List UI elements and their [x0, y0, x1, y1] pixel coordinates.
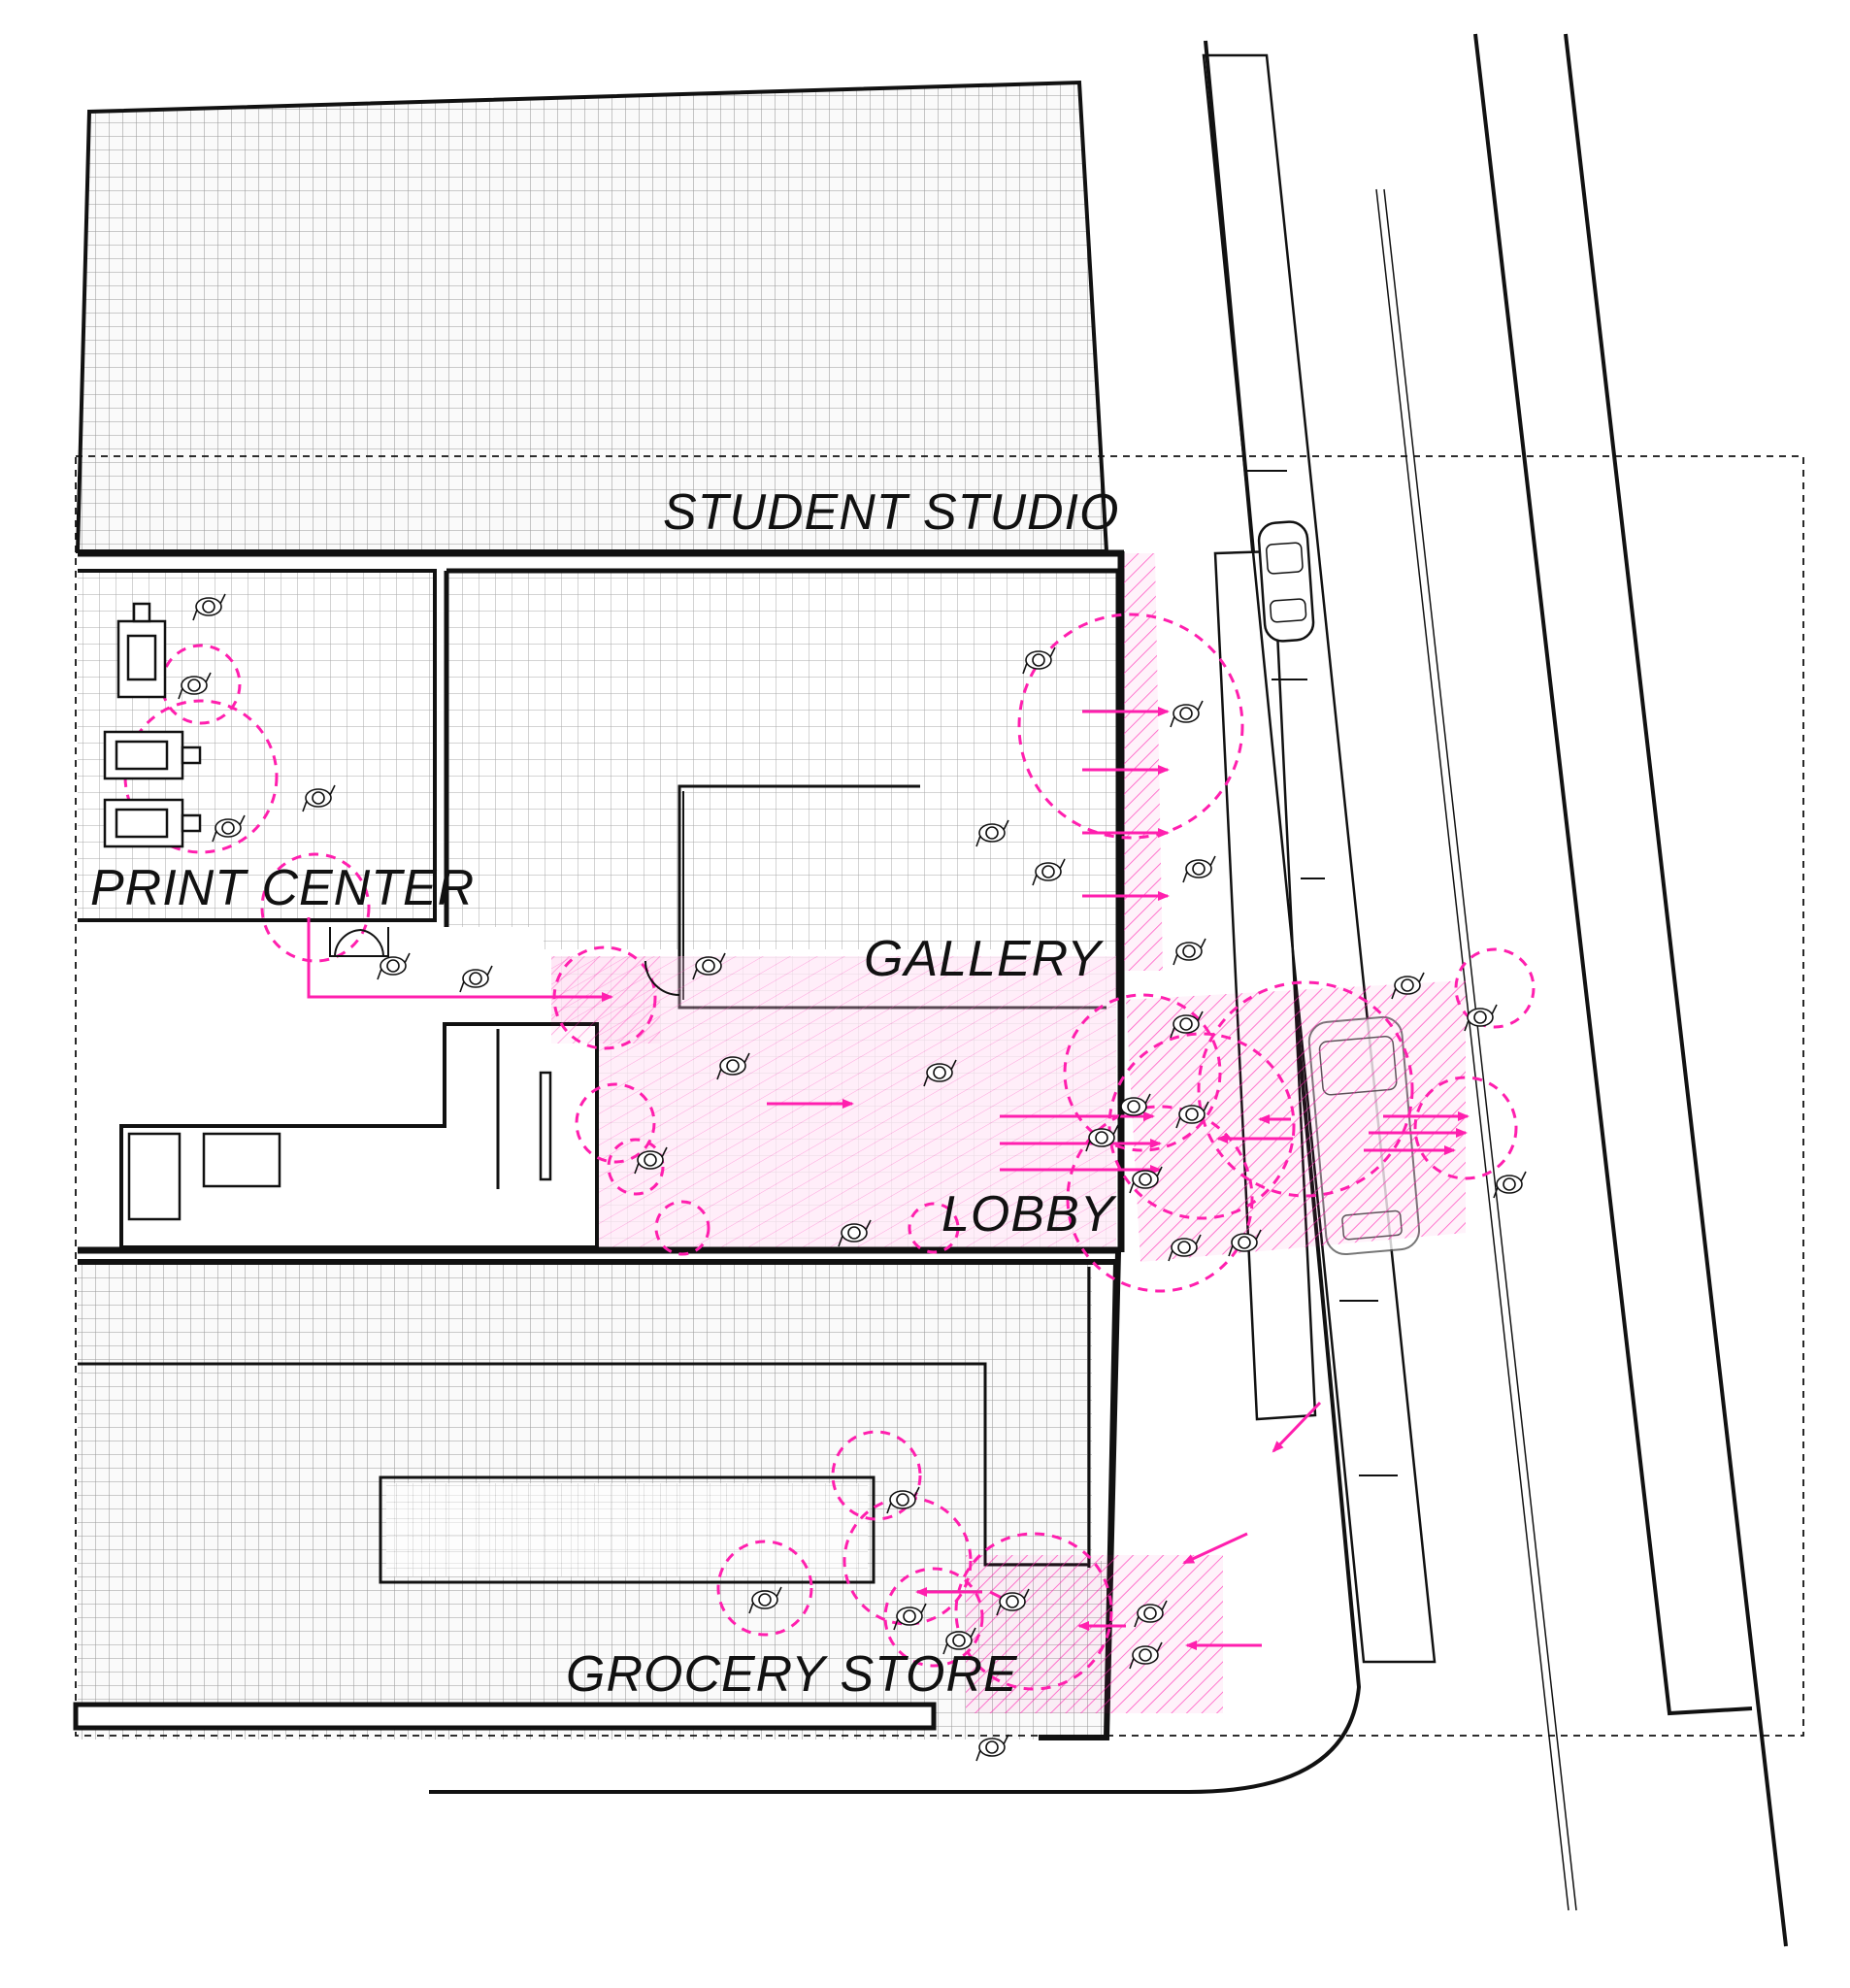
label-lobby: LOBBY — [942, 1186, 1117, 1242]
site-boundary — [75, 455, 1804, 1737]
car-icon — [1257, 520, 1315, 643]
street-activity-zone — [1126, 980, 1466, 1262]
label-gallery: GALLERY — [864, 931, 1104, 987]
gallery-floor — [446, 571, 1116, 949]
office-desk-1 — [127, 1132, 182, 1221]
sidewalk-divider-1 — [1247, 470, 1398, 1476]
grocery-shelf-island-inner — [386, 1483, 868, 1576]
road-lane-line — [1375, 188, 1577, 1911]
office-column — [539, 1071, 552, 1181]
office-desk-2 — [202, 1132, 281, 1188]
student-studio-floor — [75, 80, 1109, 553]
grocery-south-wall — [73, 1702, 937, 1731]
print-center-walls — [78, 569, 437, 922]
label-student-studio: STUDENT STUDIO — [663, 484, 1119, 541]
interaction-circles — [123, 613, 1536, 1691]
grocery-shelf-island — [379, 1475, 875, 1584]
printer-icons — [103, 602, 202, 848]
office-block — [119, 1022, 599, 1249]
print-center-door — [329, 927, 389, 957]
gallery-frontage-zone — [1124, 553, 1163, 971]
road-edge-right — [1473, 33, 1788, 1947]
label-print-center: PRINT CENTER — [90, 860, 475, 916]
lobby-door-swing — [644, 960, 680, 996]
sidewalk-curb-left — [429, 40, 1362, 1794]
flow-arrows — [307, 707, 1470, 1650]
grocery-entrance-zone — [966, 1555, 1223, 1713]
label-grocery-store: GROCERY STORE — [566, 1646, 1018, 1703]
